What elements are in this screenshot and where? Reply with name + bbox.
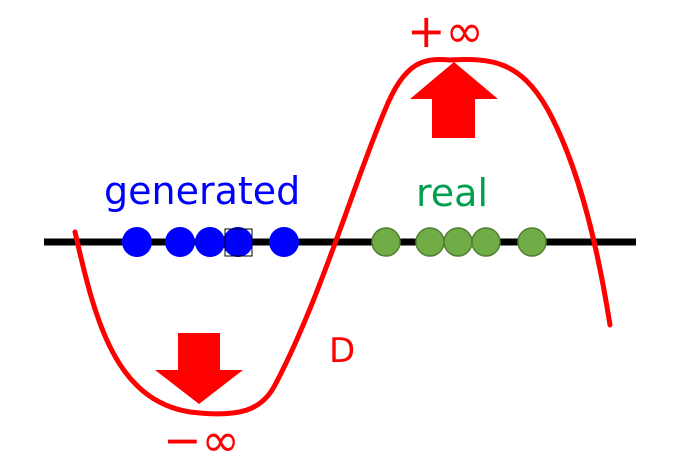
positive-infinity-label: +∞ — [407, 4, 484, 58]
selection-handle — [224, 228, 253, 257]
real-points — [371, 227, 547, 257]
generated-point — [223, 227, 253, 257]
down-arrow — [155, 333, 243, 404]
real-point — [443, 227, 473, 257]
generated-point — [122, 227, 152, 257]
generated-point — [165, 227, 195, 257]
discriminator-curve — [72, 57, 613, 417]
real-point — [517, 227, 547, 257]
generated-points — [122, 227, 299, 257]
generated-label: generated — [104, 169, 300, 213]
negative-infinity-label: −∞ — [163, 413, 240, 467]
generated-point — [195, 227, 225, 257]
real-point — [415, 227, 445, 257]
real-point — [371, 227, 401, 257]
real-label: real — [416, 171, 488, 215]
up-arrow — [410, 62, 498, 138]
discriminator-label: D — [329, 331, 355, 371]
generated-point — [269, 227, 299, 257]
real-point — [471, 227, 501, 257]
